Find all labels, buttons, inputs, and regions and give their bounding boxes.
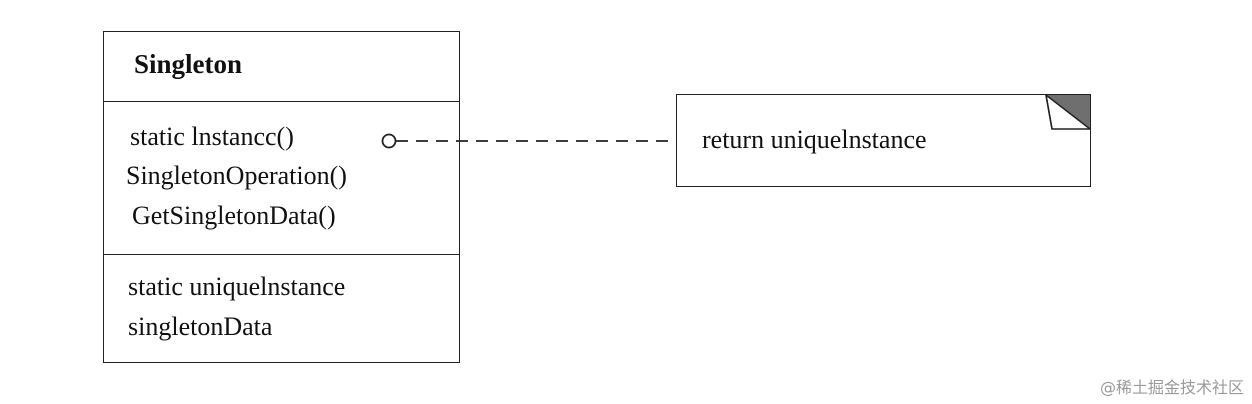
connector-circle-icon	[381, 133, 397, 149]
operation-get-singleton-data: GetSingletonData()	[132, 201, 336, 230]
operation-instance: static lnstancc()	[130, 122, 294, 151]
attributes-compartment: static uniquelnstance singletonData	[104, 255, 459, 363]
singleton-class-box: Singleton static lnstancc() SingletonOpe…	[103, 31, 460, 363]
operation-singleton-operation: SingletonOperation()	[126, 161, 347, 190]
attribute-unique-instance: static uniquelnstance	[128, 272, 346, 301]
operations-compartment: static lnstancc() SingletonOperation() G…	[104, 102, 459, 255]
watermark: @稀土掘金技术社区	[1099, 378, 1244, 397]
class-name-compartment: Singleton	[104, 32, 459, 102]
note-fold-corner-icon	[1045, 94, 1091, 130]
note-box: return uniquelnstance	[676, 94, 1091, 187]
note-text: return uniquelnstance	[702, 125, 927, 154]
class-name: Singleton	[134, 49, 243, 79]
attribute-singleton-data: singletonData	[128, 312, 273, 341]
note-connector	[381, 133, 676, 149]
